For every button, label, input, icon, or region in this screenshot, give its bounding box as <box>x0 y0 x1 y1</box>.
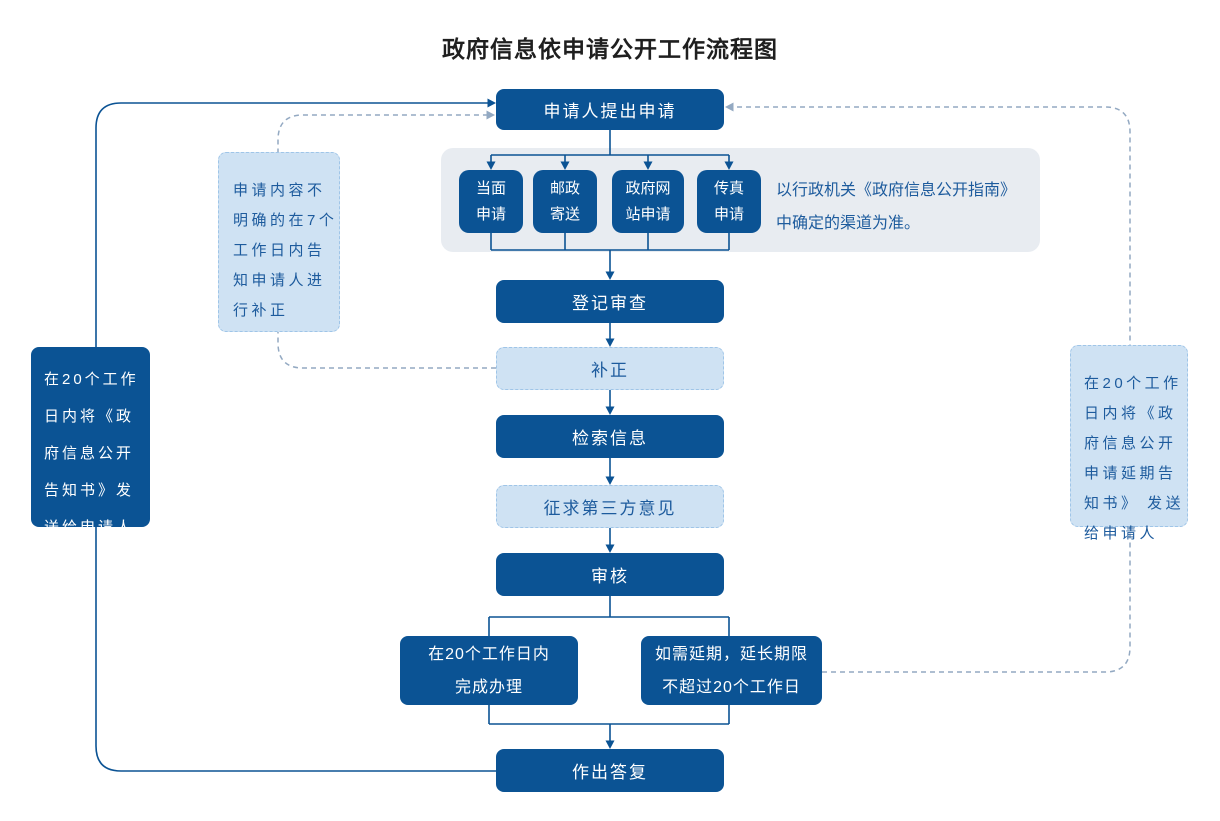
arrowhead-apply-dashed-left <box>486 110 495 120</box>
node-extension: 如需延期，延长期限 不超过20个工作日 <box>641 636 822 705</box>
arrowhead-reply <box>605 740 615 749</box>
node-apply: 申请人提出申请 <box>496 89 724 130</box>
node-channel-postal: 邮政 寄送 <box>533 170 597 233</box>
channels-caption: 以行政机关《政府信息公开指南》 中确定的渠道为准。 <box>776 182 1017 232</box>
arrowhead-register <box>605 271 615 280</box>
arrowhead-supplement <box>605 338 615 347</box>
arrowhead-review <box>605 544 615 553</box>
node-search-info: 检索信息 <box>496 415 724 458</box>
node-channel-website: 政府网 站申请 <box>612 170 684 233</box>
node-third-party-opinion: 征求第三方意见 <box>496 485 724 528</box>
node-supplement: 补正 <box>496 347 724 390</box>
line-merge-to-reply <box>488 705 730 741</box>
arrowhead-search <box>605 406 615 415</box>
line-review-split <box>488 596 730 636</box>
node-review: 审核 <box>496 553 724 596</box>
arrowhead-apply-dashed-right <box>725 102 734 112</box>
note-extension-notice: 在20个工作 日内将《政 府信息公开 申请延期告 知书》 发送 给申请人 <box>1070 345 1188 542</box>
node-complete-within-20-days: 在20个工作日内 完成办理 <box>400 636 578 705</box>
node-channel-in-person: 当面 申请 <box>459 170 523 233</box>
note-supplement-within-7-days: 申请内容不 明确的在7个 工作日内告 知申请人进 行补正 <box>218 152 340 332</box>
arrowhead-apply-solid <box>487 98 496 108</box>
node-channel-fax: 传真 申请 <box>697 170 761 233</box>
note-disclosure-notice: 在20个工作 日内将《政 府信息公开 告知书》发 送给申请人 <box>31 347 150 536</box>
arrowhead-thirdparty <box>605 476 615 485</box>
page-title: 政府信息依申请公开工作流程图 <box>442 36 778 62</box>
node-make-reply: 作出答复 <box>496 749 724 792</box>
node-register-review: 登记审查 <box>496 280 724 323</box>
